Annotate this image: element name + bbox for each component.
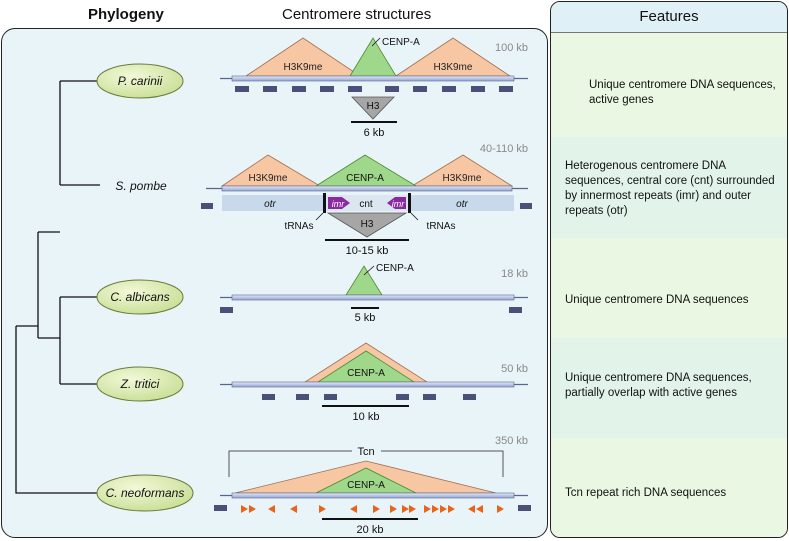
gene-block xyxy=(220,307,233,313)
feature-text: Heterogenous centromere DNA sequences, c… xyxy=(565,160,775,217)
trnas-label: tRNAs xyxy=(285,221,314,232)
tcn-bracket xyxy=(228,450,504,477)
gene-blocks xyxy=(235,86,513,92)
species-z-tritici: Z. tritici xyxy=(96,366,184,402)
species-ellipse xyxy=(96,474,194,512)
scale-label: 5 kb xyxy=(355,312,376,324)
cnt-label: cnt xyxy=(359,199,373,210)
phylogenetic-tree xyxy=(15,80,100,494)
dna-strand xyxy=(221,185,513,192)
species-p-carinii: P. carinii xyxy=(96,63,184,99)
species-ellipse xyxy=(96,366,184,402)
feature-row-p-carinii: Unique centromere DNA sequences, active … xyxy=(551,33,787,138)
h3k9me-label: H3K9me xyxy=(434,62,473,73)
otr-region xyxy=(411,195,514,211)
size-label: 40-110 kb xyxy=(480,143,528,155)
feature-text: Unique centromere DNA sequences, partial… xyxy=(565,372,752,399)
dna-strand xyxy=(231,492,515,499)
imr-repeat-right xyxy=(328,197,350,209)
features-panel: Features Unique centromere DNA sequences… xyxy=(550,1,788,538)
scale-label: 10-15 kb xyxy=(346,245,389,257)
gene-block xyxy=(520,203,532,209)
scale-label: 20 kb xyxy=(357,524,384,536)
gene-block xyxy=(201,203,213,209)
gene-block xyxy=(518,505,531,511)
cnt-region xyxy=(325,195,411,211)
otr-label: otr xyxy=(264,199,276,210)
gene-blocks xyxy=(262,394,476,400)
tcn-repeat-arrows xyxy=(241,505,504,513)
h3-domain xyxy=(351,96,395,120)
centromere-c-neoformans: Tcn CENP-A 20 kb xyxy=(214,446,531,536)
cenp-a-label: CENP-A xyxy=(347,368,385,379)
feature-text: Unique centromere DNA sequences xyxy=(565,294,749,306)
scale-label: 10 kb xyxy=(353,411,380,423)
species-c-neoformans: C. neoformans xyxy=(96,474,194,512)
feature-text: Unique centromere DNA sequences, active … xyxy=(589,79,776,106)
centromere-c-albicans: CENP-A 5 kb xyxy=(220,263,528,324)
tcn-label: Tcn xyxy=(357,446,374,458)
diagram-panel xyxy=(1,28,548,538)
trna-marker xyxy=(323,193,326,213)
cenp-a-pointer xyxy=(371,37,381,47)
h3-label: H3 xyxy=(367,101,380,112)
feature-row-c-neoformans: Tcn repeat rich DNA sequences xyxy=(551,438,787,537)
imr-repeat-left xyxy=(387,197,406,209)
species-label: C. neoformans xyxy=(106,486,185,500)
scale-label: 6 kb xyxy=(364,127,385,139)
species-s-pombe: S. pombe xyxy=(115,179,167,193)
imr-label: imr xyxy=(392,199,405,209)
size-label: 18 kb xyxy=(501,268,528,280)
centromere-structures-header: Centromere structures xyxy=(282,6,432,23)
species-label: P. carinii xyxy=(118,74,163,88)
species-c-albicans: C. albicans xyxy=(96,279,184,315)
trna-marker xyxy=(408,193,411,213)
species-ellipse xyxy=(96,279,184,315)
feature-row-c-albicans: Unique centromere DNA sequences xyxy=(551,238,787,339)
otr-label: otr xyxy=(456,199,468,210)
h3k9me-label: H3K9me xyxy=(284,62,323,73)
dna-strand xyxy=(231,381,515,388)
cenp-a-label: CENP-A xyxy=(382,37,420,48)
centromere-z-tritici: CENP-A 10 kb xyxy=(220,342,528,423)
cenp-a-label: CENP-A xyxy=(376,263,414,274)
species-label: Z. tritici xyxy=(120,377,160,391)
centromere-s-pombe: H3K9me H3K9me CENP-A otr otr imr cnt imr… xyxy=(201,154,532,257)
cenp-a-label: CENP-A xyxy=(347,480,385,491)
gene-block xyxy=(509,307,522,313)
features-header: Features xyxy=(639,8,699,25)
h3-domain xyxy=(326,212,408,238)
cenp-a-pointer xyxy=(363,265,375,276)
dna-strand xyxy=(231,294,515,301)
size-label: 350 kb xyxy=(495,435,528,447)
species-ellipse xyxy=(96,63,184,99)
feature-text: Tcn repeat rich DNA sequences xyxy=(565,487,727,499)
centromere-p-carinii: H3K9me H3K9me CENP-A H3 6 kb xyxy=(220,37,528,139)
species-label: C. albicans xyxy=(110,290,169,304)
feature-row-z-tritici: Unique centromere DNA sequences, partial… xyxy=(551,338,787,439)
h3k9me-label: H3K9me xyxy=(443,173,482,184)
phylogeny-header: Phylogeny xyxy=(88,6,164,23)
imr-label: imr xyxy=(332,199,345,209)
size-label: 50 kb xyxy=(501,363,528,375)
cenp-a-label: CENP-A xyxy=(346,173,384,184)
gene-block xyxy=(214,505,227,511)
feature-row-s-pombe: Heterogenous centromere DNA sequences, c… xyxy=(551,137,787,239)
size-label: 100 kb xyxy=(495,42,528,54)
otr-region xyxy=(222,195,325,211)
dna-strand xyxy=(231,75,515,82)
h3-label: H3 xyxy=(361,219,374,230)
trnas-label: tRNAs xyxy=(427,221,456,232)
features-header-bar: Features xyxy=(551,2,787,33)
h3k9me-label: H3K9me xyxy=(249,173,288,184)
